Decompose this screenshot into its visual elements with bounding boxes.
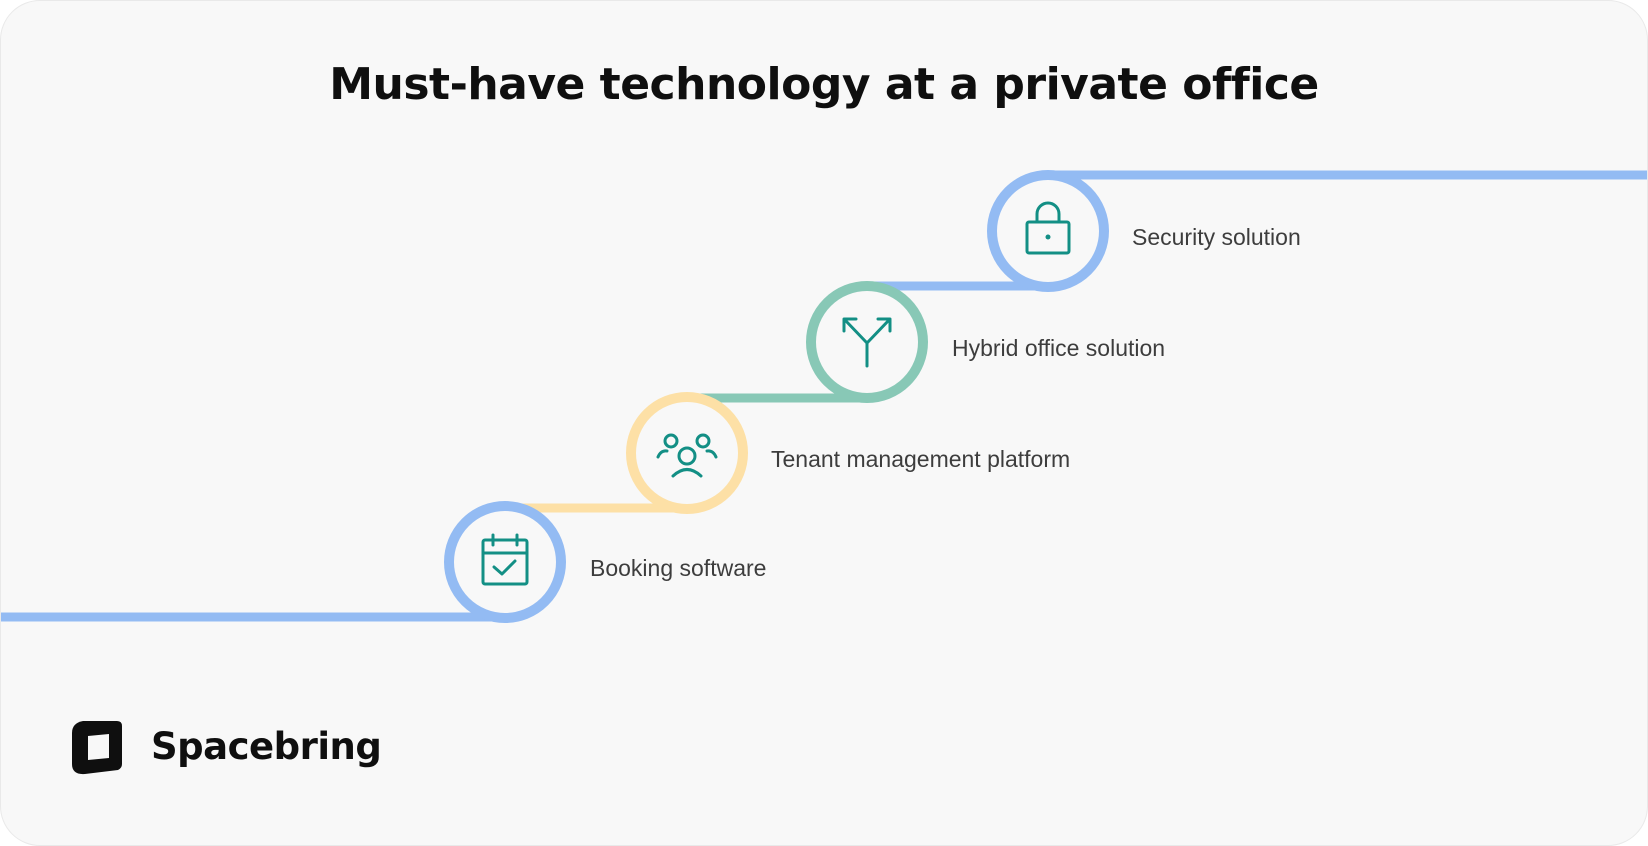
step-ring	[444, 501, 566, 623]
users-group-icon	[656, 433, 718, 478]
step-booking-software	[444, 501, 566, 623]
page-title: Must-have technology at a private office	[329, 59, 1319, 110]
spacebring-logo-icon	[72, 721, 122, 775]
step-tenant-management	[626, 392, 748, 514]
split-arrows-icon	[842, 317, 892, 368]
calendar-check-icon	[481, 533, 529, 586]
step-label-security: Security solution	[1132, 224, 1301, 250]
step-label-hybrid: Hybrid office solution	[952, 335, 1166, 361]
step-ring	[626, 392, 748, 514]
step-hybrid-office	[806, 281, 928, 403]
step-ring	[987, 170, 1109, 292]
step-security	[987, 170, 1109, 292]
brand-name: Spacebring	[151, 725, 382, 768]
step-label-booking: Booking software	[590, 555, 767, 581]
lock-icon	[1025, 201, 1071, 255]
step-label-tenant: Tenant management platform	[771, 446, 1071, 472]
